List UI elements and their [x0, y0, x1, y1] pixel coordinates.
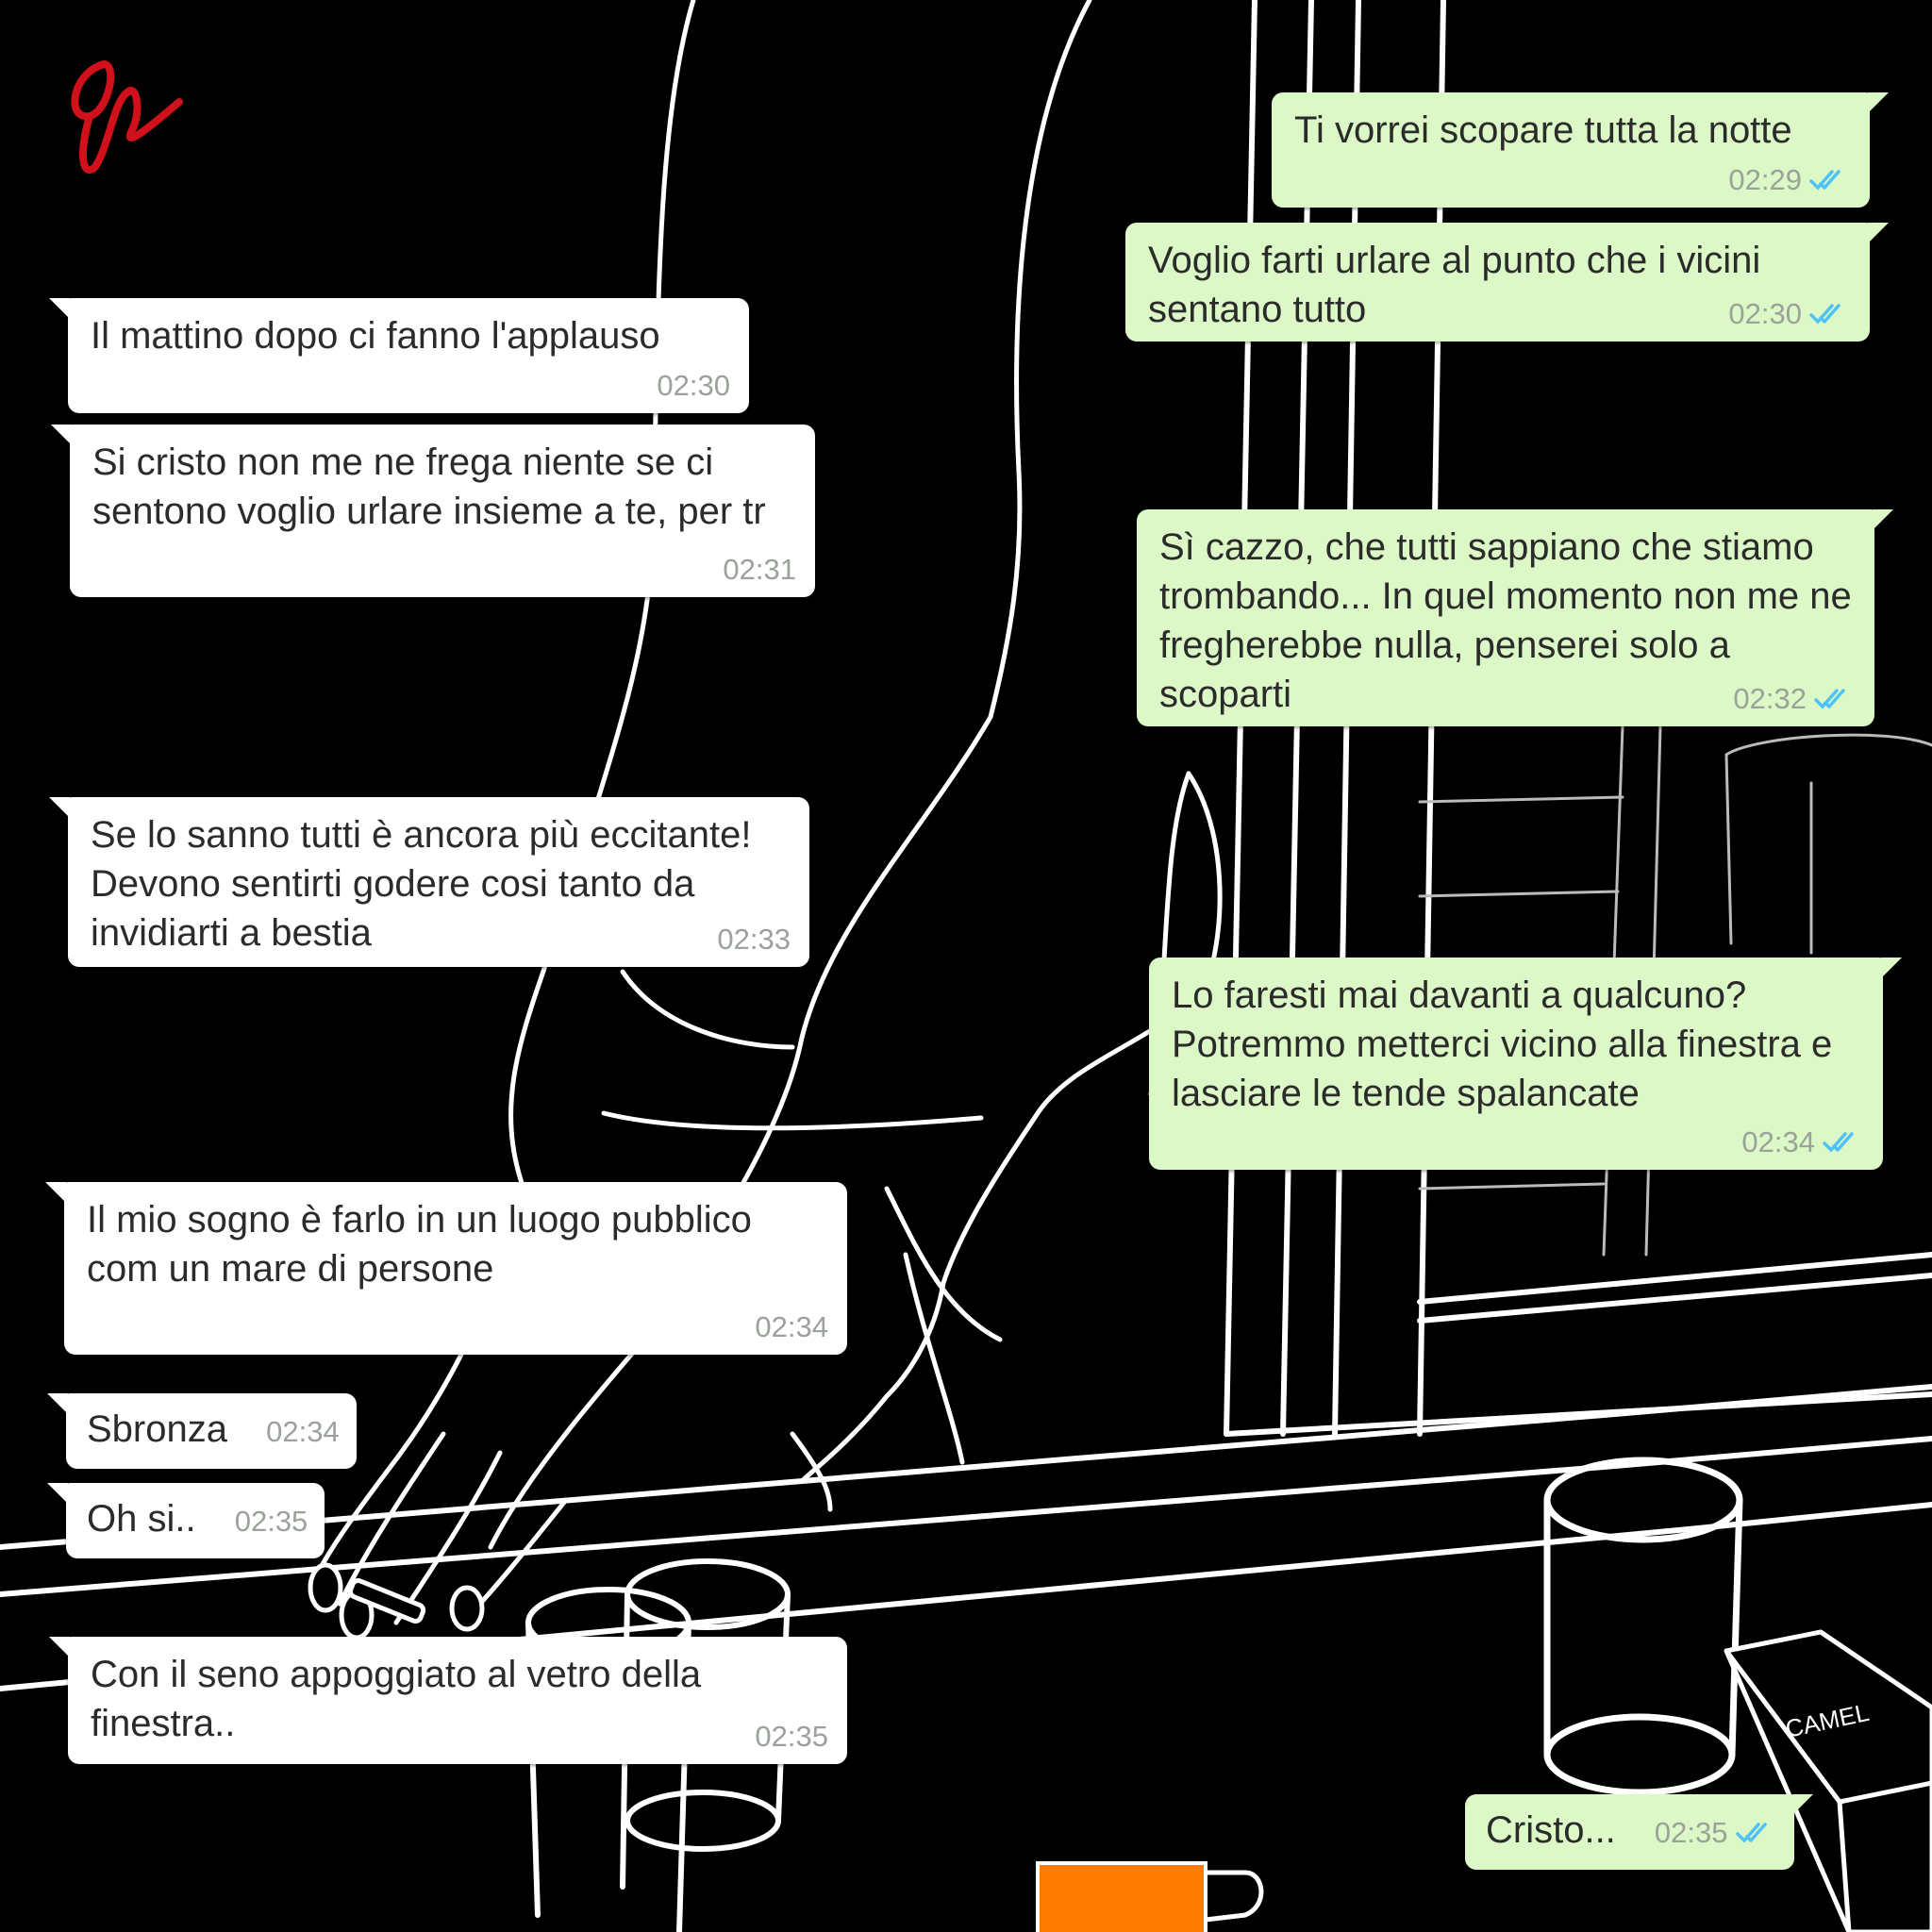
- signature-logo: [71, 60, 183, 174]
- double-check-icon: [1814, 689, 1845, 709]
- message-meta: 02:35: [755, 1721, 828, 1753]
- message-meta: 02:30: [657, 370, 730, 402]
- double-check-icon: [1823, 1132, 1854, 1153]
- message-time: 02:34: [266, 1415, 340, 1448]
- message-time: 02:35: [1654, 1816, 1728, 1849]
- glass-right: [1543, 1457, 1743, 1796]
- message-text: Oh si..: [87, 1498, 196, 1540]
- cigarette-pack: CAMEL: [1724, 1629, 1932, 1932]
- message-meta: 02:32: [1733, 683, 1856, 715]
- message-outgoing[interactable]: Cristo... 02:35: [1465, 1794, 1812, 1870]
- message-meta: 02:34: [755, 1311, 828, 1343]
- message-incoming[interactable]: Con il seno appoggiato al vetro della fi…: [49, 1637, 847, 1764]
- message-text: Cristo...: [1486, 1809, 1616, 1851]
- message-meta: 02:29: [1728, 164, 1851, 196]
- message-incoming[interactable]: Se lo sanno tutti è ancora più eccitante…: [49, 797, 809, 967]
- window-sill: [1224, 1252, 1932, 1437]
- lighter: [1036, 1861, 1264, 1932]
- message-meta: 02:35: [1655, 1817, 1777, 1849]
- message-text: Sbronza: [87, 1408, 227, 1450]
- message-incoming[interactable]: Si cristo non me ne frega niente se ci s…: [51, 425, 815, 597]
- message-meta: 02:30: [1728, 298, 1851, 330]
- message-incoming[interactable]: Sbronza 02:34: [47, 1393, 357, 1469]
- message-incoming[interactable]: Oh si.. 02:35: [46, 1483, 325, 1558]
- message-time: 02:34: [1741, 1125, 1815, 1158]
- message-outgoing[interactable]: Voglio farti urlare al punto che i vicin…: [1125, 223, 1889, 341]
- message-time: 02:32: [1733, 682, 1807, 715]
- message-meta: 02:33: [717, 924, 791, 956]
- message-time: 02:35: [234, 1505, 308, 1538]
- double-check-icon: [1809, 170, 1840, 191]
- message-outgoing[interactable]: Ti vorrei scopare tutta la notte 02:29: [1272, 92, 1889, 208]
- message-text: Ti vorrei scopare tutta la notte: [1294, 109, 1792, 151]
- message-outgoing[interactable]: Lo faresti mai davanti a qualcuno? Potre…: [1149, 958, 1902, 1170]
- message-text: Con il seno appoggiato al vetro della fi…: [91, 1654, 702, 1744]
- message-time: 02:29: [1728, 163, 1802, 196]
- message-time: 02:34: [755, 1310, 828, 1343]
- message-text: Lo faresti mai davanti a qualcuno? Potre…: [1172, 974, 1833, 1114]
- message-meta: 02:31: [723, 554, 796, 586]
- message-text: Il mattino dopo ci fanno l'applauso: [91, 315, 660, 357]
- double-check-icon: [1735, 1823, 1767, 1843]
- hand-with-cigarette: [308, 1431, 569, 1641]
- message-incoming[interactable]: Il mattino dopo ci fanno l'applauso 02:3…: [49, 298, 749, 413]
- message-text: Se lo sanno tutti è ancora più eccitante…: [91, 814, 752, 954]
- message-text: Si cristo non me ne frega niente se ci s…: [92, 441, 766, 532]
- message-meta: 02:35: [235, 1506, 308, 1538]
- double-check-icon: [1809, 304, 1840, 325]
- message-time: 02:30: [1728, 297, 1802, 330]
- message-text: Il mio sogno è farlo in un luogo pubblic…: [87, 1199, 752, 1290]
- message-meta: 02:34: [1741, 1126, 1864, 1158]
- message-time: 02:30: [657, 369, 730, 402]
- message-incoming[interactable]: Il mio sogno è farlo in un luogo pubblic…: [45, 1182, 847, 1355]
- message-time: 02:33: [717, 923, 791, 956]
- message-meta: 02:34: [266, 1416, 340, 1448]
- message-text: Sì cazzo, che tutti sappiano che stiamo …: [1159, 526, 1852, 715]
- message-outgoing[interactable]: Sì cazzo, che tutti sappiano che stiamo …: [1137, 509, 1893, 726]
- message-time: 02:35: [755, 1720, 828, 1753]
- message-text: Voglio farti urlare al punto che i vicin…: [1148, 240, 1761, 330]
- message-time: 02:31: [723, 553, 796, 586]
